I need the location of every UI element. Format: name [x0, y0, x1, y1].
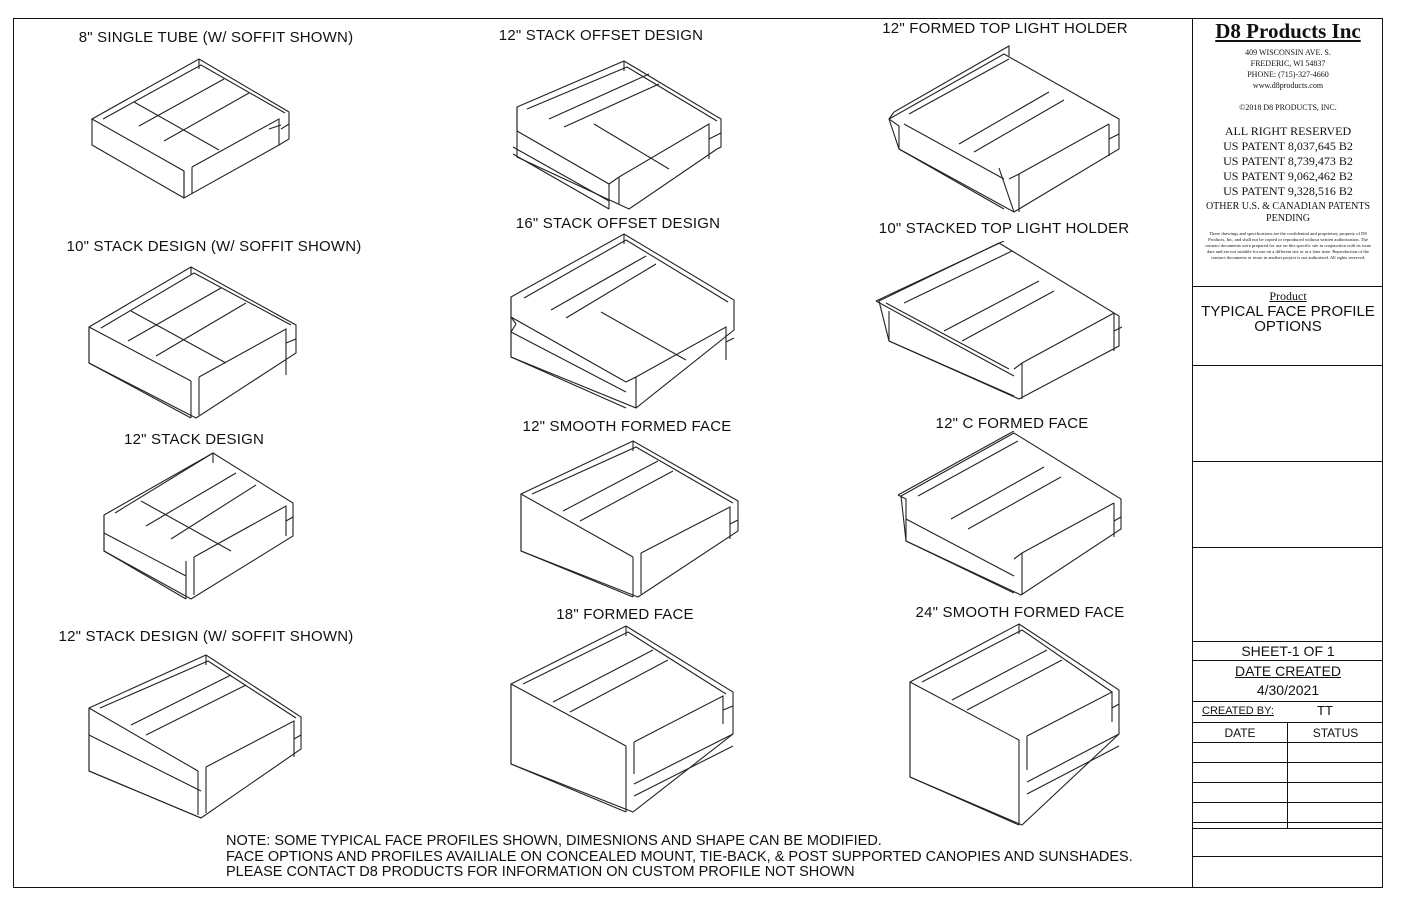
revision-row-end: [1193, 823, 1383, 829]
sheet-number: SHEET-1 OF 1: [1193, 642, 1383, 661]
profile-drawing-12-formed-top-light: [888, 45, 1120, 213]
copyright: ©2018 D8 PRODUCTS, INC.: [1239, 103, 1337, 112]
profile-label-12-c-formed: 12" C FORMED FACE: [935, 415, 1089, 432]
revision-row: [1193, 783, 1383, 803]
company-name: D8 Products Inc: [1215, 19, 1361, 43]
patent-1: US PATENT 8,037,645 B2: [1223, 139, 1353, 153]
patent-2: US PATENT 8,739,473 B2: [1223, 154, 1353, 168]
profile-drawing-24-smooth-formed: [909, 623, 1120, 826]
drawing-area: 8" SINGLE TUBE (W/ SOFFIT SHOWN) 12" STA…: [14, 19, 1192, 887]
profile-drawing-12-stack-design-soffit: [88, 654, 302, 819]
profile-drawing-10-stack-design: [88, 266, 297, 419]
note-line-3: PLEASE CONTACT D8 PRODUCTS FOR INFORMATI…: [226, 864, 855, 880]
blank-cell-2: [1193, 462, 1383, 548]
title-block: D8 Products Inc 409 WISCONSIN AVE. S. FR…: [1192, 19, 1383, 887]
other-patents: OTHER U.S. & CANADIAN PATENTS PENDING: [1205, 201, 1371, 224]
profile-drawing-12-smooth-formed: [520, 440, 739, 598]
note-line-1: NOTE: SOME TYPICAL FACE PROFILES SHOWN, …: [226, 833, 882, 849]
date-created-value: 4/30/2021: [1256, 682, 1320, 698]
date-created-label: DATE CREATED: [1234, 663, 1342, 679]
created-by-value: TT: [1317, 703, 1333, 718]
product-name: TYPICAL FACE PROFILE OPTIONS: [1201, 303, 1375, 335]
date-column-header: DATE: [1193, 723, 1288, 742]
profile-label-18-formed: 18" FORMED FACE: [556, 606, 694, 623]
revision-row: [1193, 803, 1383, 823]
website: www.d8products.com: [1252, 81, 1324, 90]
patent-3: US PATENT 9,062,462 B2: [1223, 169, 1353, 183]
address-line-1: 409 WISCONSIN AVE. S.: [1245, 48, 1331, 57]
revision-row: [1193, 743, 1383, 763]
blank-cell-4: [1193, 829, 1383, 857]
general-note: NOTE: SOME TYPICAL FACE PROFILES SHOWN, …: [226, 833, 1133, 881]
note-line-2: FACE OPTIONS AND PROFILES AVAILIALE ON C…: [226, 848, 1133, 865]
revision-row: [1193, 763, 1383, 783]
profile-label-10-stack-design: 10" STACK DESIGN (W/ SOFFIT SHOWN): [66, 238, 362, 255]
profile-label-8-single-tube: 8" SINGLE TUBE (W/ SOFFIT SHOWN): [78, 29, 354, 46]
product-cell: Product TYPICAL FACE PROFILE OPTIONS: [1193, 287, 1383, 366]
profile-label-12-stack-design: 12" STACK DESIGN: [124, 431, 264, 448]
profile-label-10-stacked-top-light: 10" STACKED TOP LIGHT HOLDER: [878, 220, 1130, 237]
created-by-cell: CREATED BY: TT: [1193, 702, 1383, 723]
revision-header-row: DATE STATUS: [1193, 723, 1383, 743]
profile-drawing-12-c-formed: [897, 431, 1122, 596]
company-info: D8 Products Inc 409 WISCONSIN AVE. S. FR…: [1193, 19, 1383, 287]
profile-drawing-12-stack-offset: [512, 60, 722, 210]
status-column-header: STATUS: [1312, 726, 1359, 740]
phone: PHONE: (715)-327-4660: [1247, 70, 1329, 79]
patent-4: US PATENT 9,328,516 B2: [1223, 184, 1353, 198]
profile-label-12-formed-top-light: 12" FORMED TOP LIGHT HOLDER: [882, 20, 1128, 37]
profile-label-16-stack-offset: 16" STACK OFFSET DESIGN: [515, 215, 721, 232]
blank-cell-3: [1193, 548, 1383, 642]
product-label: Product: [1269, 289, 1307, 303]
profile-drawing-16-stack-offset: [510, 233, 735, 409]
profile-drawing-18-formed: [510, 625, 734, 813]
address-line-2: FREDERIC, WI 54837: [1250, 59, 1326, 68]
profile-label-12-stack-offset: 12" STACK OFFSET DESIGN: [498, 27, 704, 44]
rights: ALL RIGHT RESERVED: [1224, 124, 1352, 138]
profile-label-12-stack-design-soffit: 12" STACK DESIGN (W/ SOFFIT SHOWN): [58, 628, 354, 645]
created-by-label: CREATED BY:: [1202, 705, 1274, 717]
blank-cell-1: [1193, 366, 1383, 462]
profile-label-12-smooth-formed: 12" SMOOTH FORMED FACE: [522, 418, 732, 435]
profile-drawing-8-single-tube: [90, 58, 290, 199]
date-created-cell: DATE CREATED 4/30/2021: [1193, 661, 1383, 702]
legal-notice: These drawings and specifications are th…: [1204, 231, 1372, 260]
drawing-sheet: 8" SINGLE TUBE (W/ SOFFIT SHOWN) 12" STA…: [13, 18, 1383, 888]
profile-label-24-smooth-formed: 24" SMOOTH FORMED FACE: [915, 604, 1125, 621]
revision-table: DATE STATUS: [1193, 723, 1383, 829]
profile-drawing-10-stacked-top-light: [875, 241, 1123, 400]
profile-drawing-12-stack-design: [103, 452, 294, 600]
